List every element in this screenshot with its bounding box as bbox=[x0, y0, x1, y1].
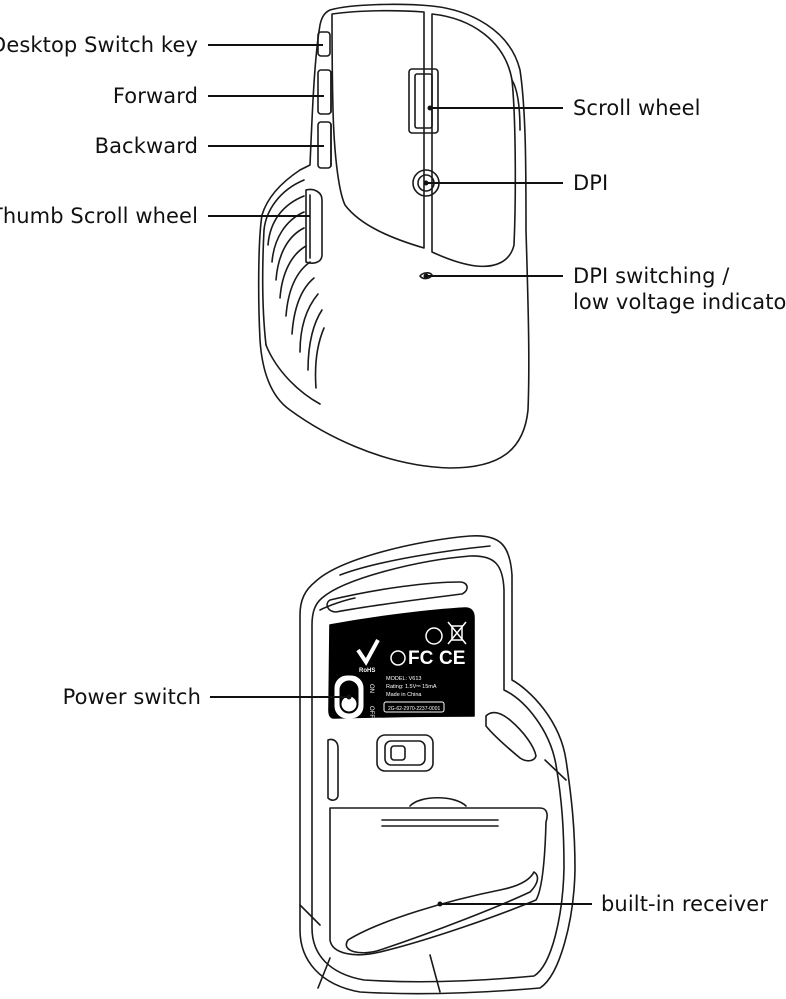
label-power-switch: Power switch bbox=[62, 685, 201, 709]
label-thumb-scroll-wheel: Thumb Scroll wheel bbox=[0, 204, 198, 228]
rohs-check-icon bbox=[356, 639, 380, 666]
thumb-scroll-wheel-shape bbox=[305, 188, 323, 264]
label-low-voltage-indicator: low voltage indicator bbox=[573, 290, 786, 314]
mouse-top-body bbox=[257, 3, 530, 469]
mouse-top-view bbox=[257, 3, 530, 469]
sticker-rating: Rating: 1.5V⎓ 15mA bbox=[386, 684, 437, 690]
thumb-grip-ridges bbox=[261, 179, 325, 405]
sticker-made-in: Made in China bbox=[386, 692, 422, 698]
sticker-on: ON bbox=[368, 684, 374, 693]
label-dpi: DPI bbox=[573, 171, 609, 195]
forward-button-shape bbox=[317, 69, 332, 115]
optical-sensor bbox=[376, 734, 434, 772]
mouse-bottom-view bbox=[299, 535, 576, 995]
label-dpi-switching: DPI switching / bbox=[573, 264, 730, 288]
label-desktop-switch-key: Desktop Switch key bbox=[0, 33, 198, 57]
label-built-in-receiver: built-in receiver bbox=[601, 892, 769, 916]
label-forward: Forward bbox=[112, 84, 198, 108]
sticker-fc: FC bbox=[408, 648, 434, 669]
sticker-serial: 2G-62-2970-2237-0001 bbox=[388, 706, 440, 712]
weee-icon bbox=[451, 625, 463, 641]
right-button-outline bbox=[431, 13, 517, 268]
scroll-wheel bbox=[408, 68, 439, 134]
sticker-ce: CE bbox=[439, 648, 465, 669]
bottom-skid-pad bbox=[345, 871, 539, 954]
ground-icon bbox=[390, 650, 406, 666]
left-skid-pad bbox=[327, 738, 339, 801]
sticker-off: OFF bbox=[368, 706, 374, 718]
label-scroll-wheel: Scroll wheel bbox=[573, 96, 701, 120]
label-backward: Backward bbox=[94, 134, 198, 158]
top-skid-pad bbox=[326, 581, 468, 613]
mouse-bottom-shell bbox=[299, 535, 576, 995]
left-button-outline bbox=[331, 9, 425, 249]
recycle-icon bbox=[425, 627, 443, 645]
right-skid-pad bbox=[485, 711, 537, 762]
sticker-rohs: RoHS bbox=[359, 668, 375, 674]
sticker-model: MODEL: V613 bbox=[386, 676, 421, 682]
leader-lines bbox=[208, 44, 592, 905]
sticker-plate bbox=[328, 607, 475, 719]
